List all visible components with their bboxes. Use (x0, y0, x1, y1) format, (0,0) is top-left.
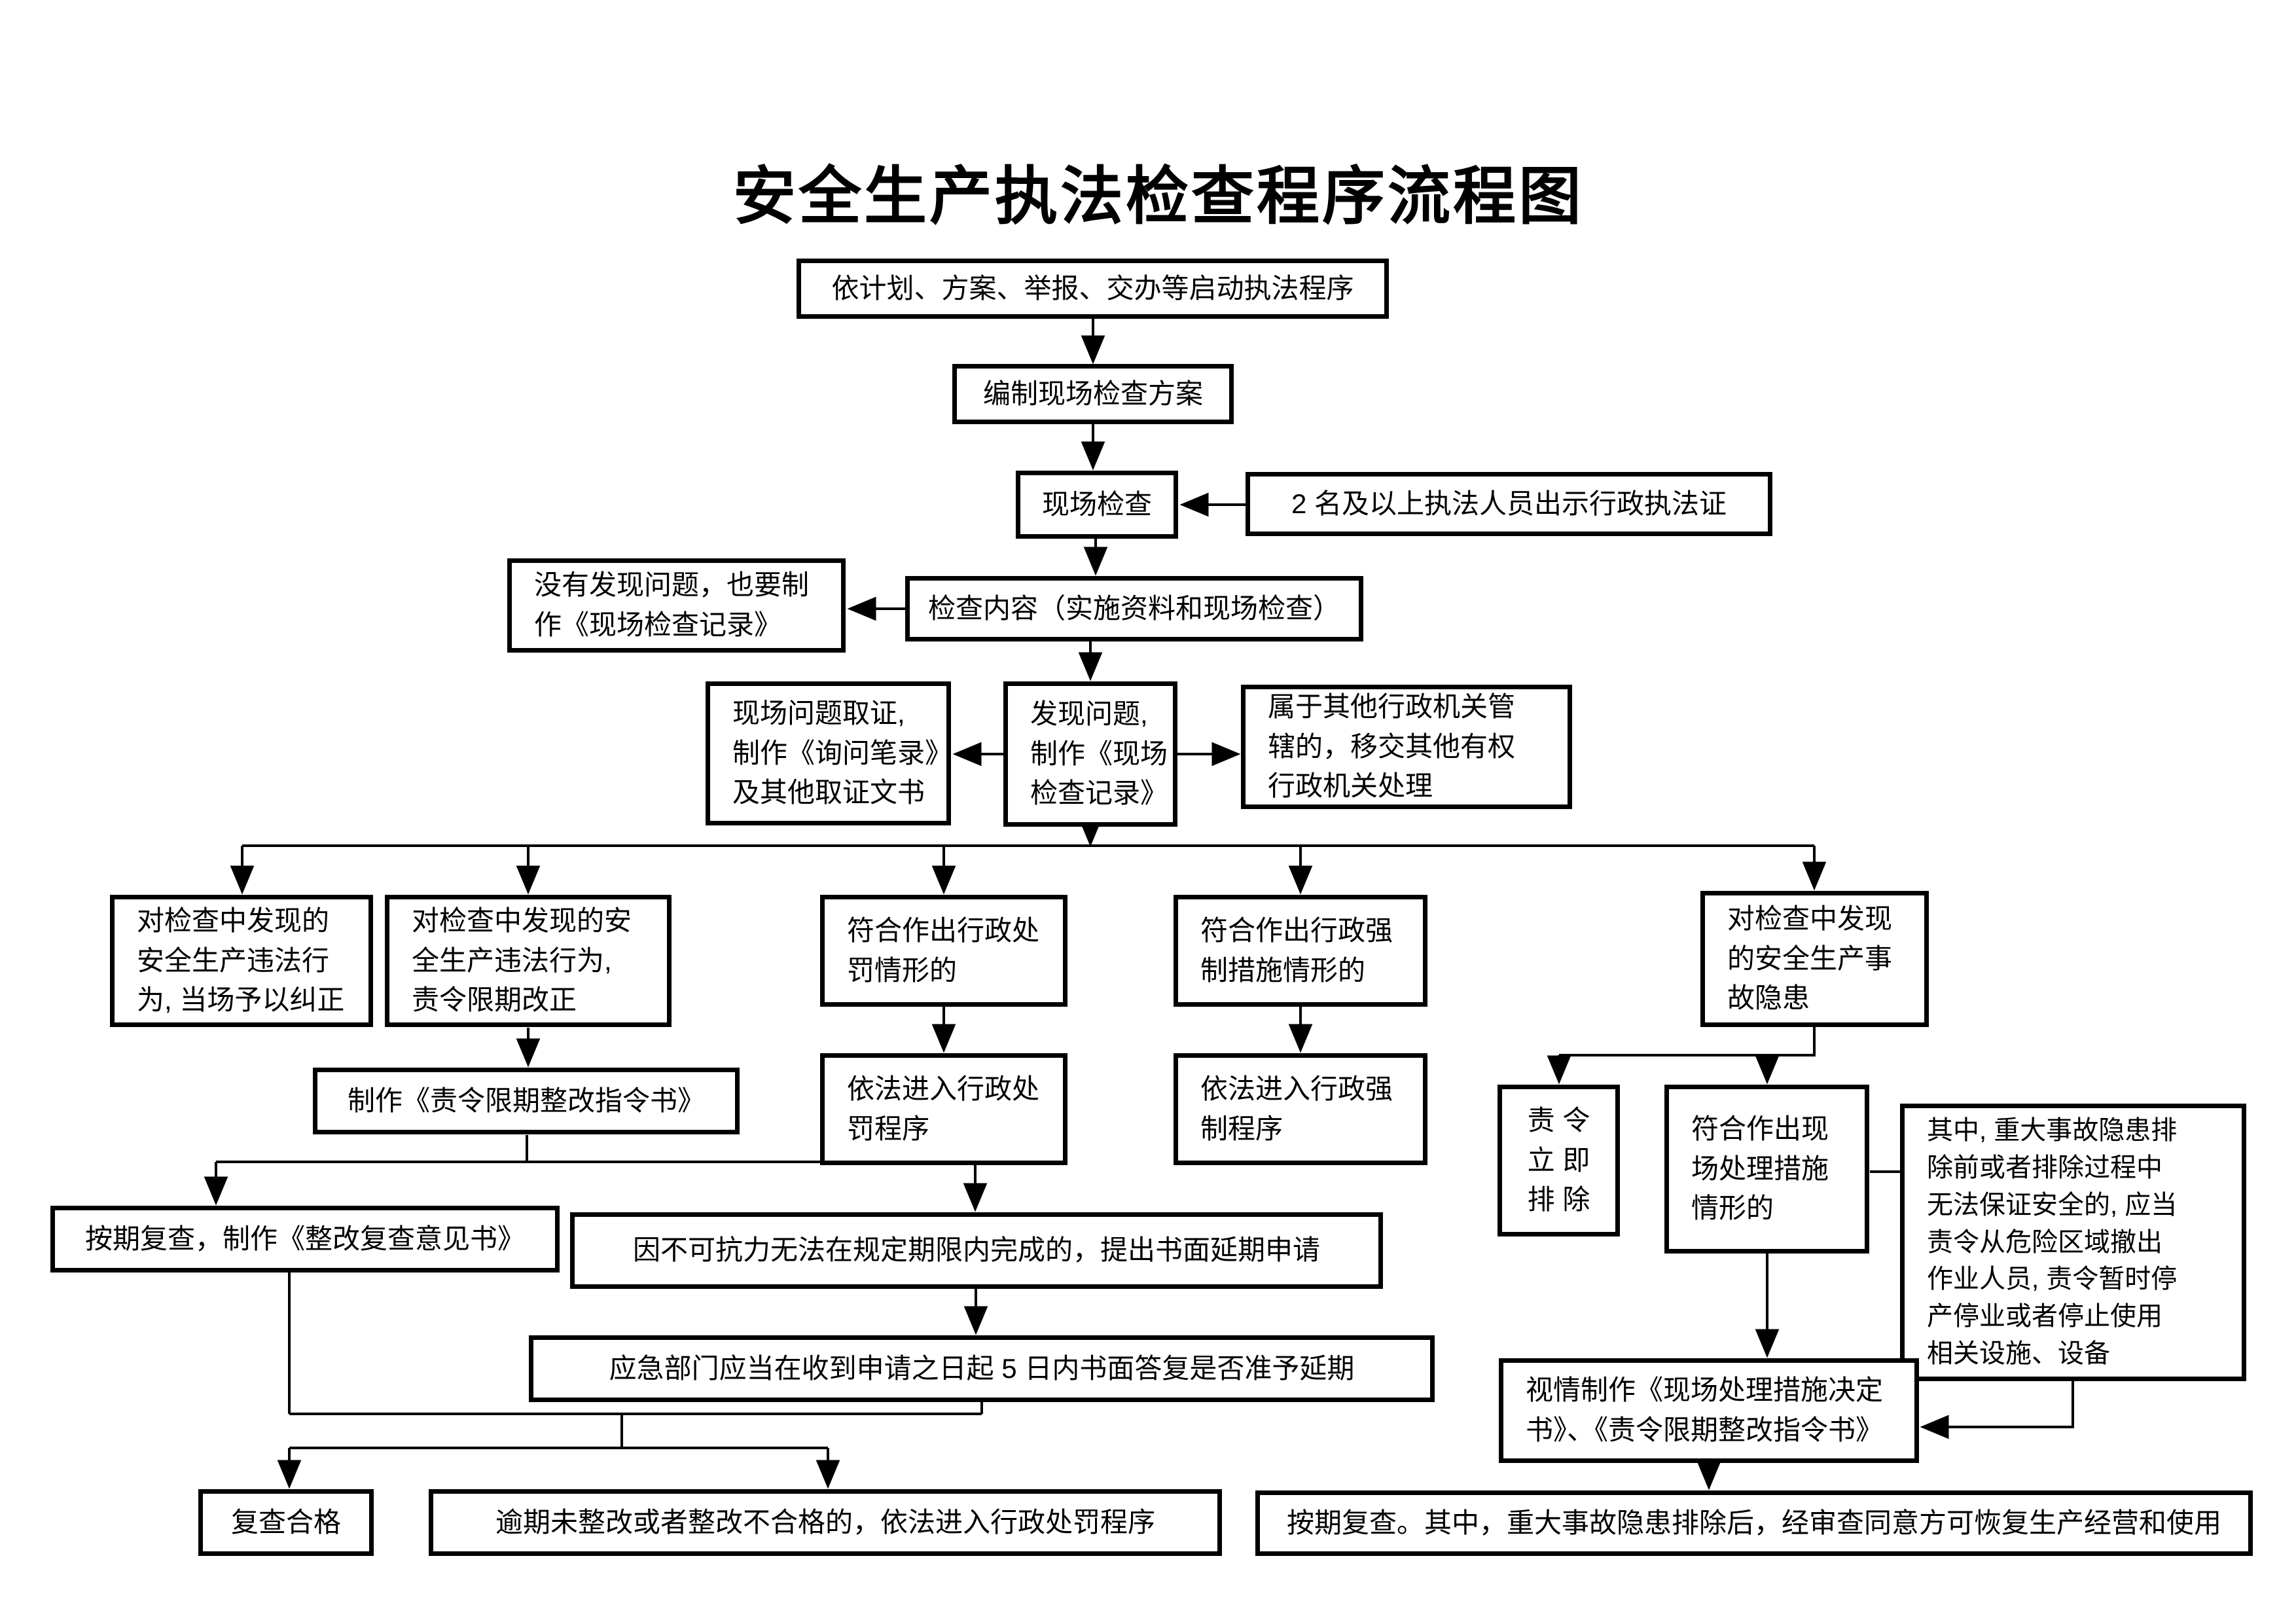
node-admin-coercion-condition-line: 符合作出行政强 (1200, 914, 1393, 946)
node-enter-penalty-procedure-line: 依法进入行政处 (847, 1073, 1040, 1104)
node-enter-penalty-procedure-line: 罚程序 (847, 1113, 930, 1144)
node-admin-penalty-condition-line: 符合作出行政处 (847, 914, 1040, 946)
node-scheduled-review: 按期复查，制作《整改复查意见书》 (50, 1206, 560, 1272)
node-major-danger-note: 其中, 重大事故隐患排除前或者排除过程中无法保证安全的, 应当责令从危险区域撤出… (1900, 1104, 2246, 1381)
node-problem-found-record-line: 发现问题, (1030, 698, 1148, 729)
node-inspection-content: 检查内容（实施资料和现场检查） (905, 576, 1363, 641)
node-major-danger-note-line: 无法保证安全的, 应当 (1927, 1190, 2178, 1219)
node-reply-within-5-days-line: 应急部门应当在收到申请之日起 5 日内书面答复是否准予延期 (609, 1352, 1355, 1384)
node-start-procedure-line: 依计划、方案、举报、交办等启动执法程序 (831, 272, 1354, 304)
node-order-correction-deadline: 对检查中发现的安全生产违法行为, 责令限期改正 (385, 895, 672, 1027)
node-overdue-penalty-line: 逾期未整改或者整改不合格的，依法进入行政处罚程序 (495, 1506, 1155, 1538)
node-overdue-penalty: 逾期未整改或者整改不合格的，依法进入行政处罚程序 (429, 1489, 1222, 1556)
node-correct-on-spot-line: 安全生产违法行 (137, 945, 330, 976)
node-no-problem-record-line: 没有发现问题，也要制 (534, 569, 810, 601)
node-transfer-other-authority-line: 属于其他行政机关管 (1268, 691, 1516, 722)
node-inspection-content-line: 检查内容（实施资料和现场检查） (927, 592, 1340, 624)
node-admin-coercion-condition-line: 制措施情形的 (1200, 954, 1366, 986)
node-make-correction-order-line: 制作《责令限期整改指令书》 (347, 1085, 705, 1116)
node-enter-coercion-procedure-line: 依法进入行政强 (1200, 1073, 1393, 1104)
node-two-officers-show-id: 2 名及以上执法人员出示行政执法证 (1246, 472, 1772, 536)
node-order-correction-deadline-line: 全生产违法行为, (412, 945, 612, 976)
node-site-measures-condition-line: 情形的 (1691, 1193, 1774, 1224)
node-site-measures-condition-line: 场处理措施 (1691, 1153, 1829, 1184)
node-hidden-danger-found-line: 故隐患 (1727, 983, 1810, 1014)
node-admin-coercion-condition: 符合作出行政强制措施情形的 (1174, 895, 1427, 1007)
node-problem-found-record-line: 检查记录》 (1030, 778, 1168, 809)
node-two-officers-show-id-line: 2 名及以上执法人员出示行政执法证 (1291, 488, 1727, 519)
node-make-decision-documents: 视情制作《现场处理措施决定书》、《责令限期整改指令书》 (1499, 1358, 1919, 1463)
node-major-danger-note-line: 其中, 重大事故隐患排 (1927, 1116, 2178, 1146)
flow-arrow (1920, 1381, 2074, 1439)
node-major-danger-note-line: 相关设施、设备 (1927, 1339, 2110, 1368)
node-review-passed: 复查合格 (198, 1489, 374, 1556)
node-site-inspection-line: 现场检查 (1041, 488, 1152, 520)
node-evidence-collection-line: 现场问题取证, (732, 697, 905, 729)
node-hidden-danger-found: 对检查中发现的安全生产事故隐患 (1700, 891, 1929, 1027)
flow-line (1559, 1027, 1816, 1056)
node-order-correction-deadline-line: 对检查中发现的安 (412, 905, 632, 936)
node-order-immediate-removal-line: 责 令 (1527, 1104, 1590, 1136)
node-review-after-removal-line: 按期复查。其中，重大事故隐患排除后，经审查同意方可恢复生产经营和使用 (1286, 1507, 2221, 1538)
node-major-danger-note-line: 产停业或者停止使用 (1927, 1302, 2162, 1331)
node-problem-found-record-line: 制作《现场 (1030, 738, 1168, 769)
diagram-title: 安全生产执法检查程序流程图 (733, 162, 1584, 232)
node-site-measures-condition-line: 符合作出现 (1691, 1113, 1829, 1144)
node-major-danger-note-line: 作业人员, 责令暂时停 (1927, 1265, 2178, 1294)
node-no-problem-record: 没有发现问题，也要制作《现场检查记录》 (507, 558, 846, 653)
node-correct-on-spot-line: 为, 当场予以纠正 (137, 984, 345, 1016)
node-make-inspection-plan-line: 编制现场检查方案 (982, 378, 1203, 409)
node-site-inspection: 现场检查 (1016, 471, 1178, 539)
node-make-decision-documents-line: 视情制作《现场处理措施决定 (1526, 1375, 1884, 1406)
node-make-inspection-plan: 编制现场检查方案 (952, 364, 1234, 424)
node-major-danger-note-line: 责令从危险区域撤出 (1927, 1227, 2162, 1257)
node-make-decision-documents-line: 书》、《责令限期整改指令书》 (1526, 1415, 1884, 1445)
node-evidence-collection-line: 制作《询问笔录》 (732, 737, 953, 768)
node-review-after-removal: 按期复查。其中，重大事故隐患排除后，经审查同意方可恢复生产经营和使用 (1255, 1490, 2253, 1556)
node-order-correction-deadline-line: 责令限期改正 (412, 984, 577, 1016)
node-transfer-other-authority-line: 行政机关处理 (1268, 770, 1433, 802)
node-admin-penalty-condition: 符合作出行政处罚情形的 (820, 895, 1067, 1007)
node-hidden-danger-found-line: 的安全生产事 (1727, 943, 1893, 974)
node-enter-penalty-procedure: 依法进入行政处罚程序 (820, 1053, 1067, 1165)
node-problem-found-record: 发现问题, 制作《现场检查记录》 (1003, 681, 1177, 827)
node-review-passed-line: 复查合格 (230, 1506, 341, 1538)
node-start-procedure: 依计划、方案、举报、交办等启动执法程序 (797, 259, 1389, 319)
node-order-immediate-removal-line: 排 除 (1527, 1184, 1590, 1216)
node-site-measures-condition: 符合作出现场处理措施情形的 (1664, 1085, 1869, 1254)
node-reply-within-5-days: 应急部门应当在收到申请之日起 5 日内书面答复是否准予延期 (529, 1335, 1435, 1402)
node-evidence-collection: 现场问题取证, 制作《询问笔录》及其他取证文书 (706, 681, 953, 825)
node-admin-penalty-condition-line: 罚情形的 (847, 954, 958, 986)
node-force-majeure-extension-line: 因不可抗力无法在规定期限内完成的，提出书面延期申请 (632, 1235, 1320, 1266)
node-no-problem-record-line: 作《现场检查记录》 (534, 609, 782, 640)
node-force-majeure-extension: 因不可抗力无法在规定期限内完成的，提出书面延期申请 (570, 1212, 1383, 1289)
node-hidden-danger-found-line: 对检查中发现 (1727, 903, 1893, 934)
node-correct-on-spot: 对检查中发现的安全生产违法行为, 当场予以纠正 (110, 895, 373, 1027)
node-enter-coercion-procedure: 依法进入行政强制程序 (1174, 1053, 1427, 1165)
node-transfer-other-authority-line: 辖的，移交其他有权 (1268, 731, 1516, 762)
node-correct-on-spot-line: 对检查中发现的 (137, 905, 330, 936)
node-order-immediate-removal-line: 立 即 (1527, 1144, 1590, 1176)
node-order-immediate-removal: 责 令立 即排 除 (1498, 1085, 1620, 1236)
node-major-danger-note-line: 除前或者排除过程中 (1927, 1153, 2162, 1182)
node-enter-coercion-procedure-line: 制程序 (1200, 1113, 1283, 1144)
node-scheduled-review-line: 按期复查，制作《整改复查意见书》 (84, 1223, 525, 1254)
node-transfer-other-authority: 属于其他行政机关管辖的，移交其他有权行政机关处理 (1241, 685, 1572, 809)
node-evidence-collection-line: 及其他取证文书 (732, 777, 925, 808)
node-make-correction-order: 制作《责令限期整改指令书》 (313, 1068, 740, 1134)
